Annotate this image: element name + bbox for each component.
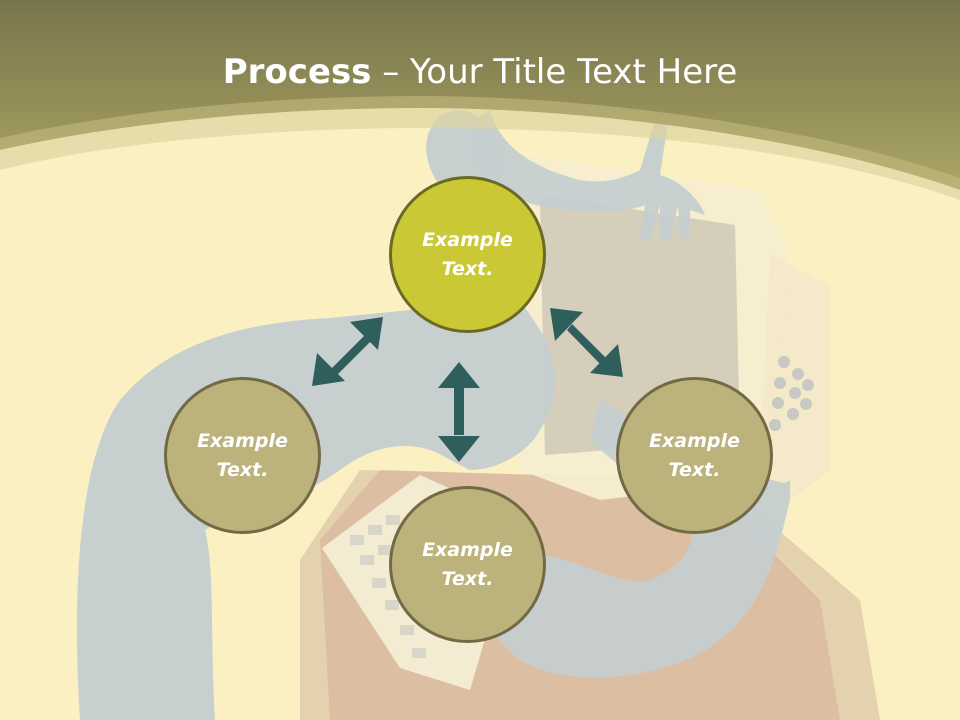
node-left-label: Example Text. [197,429,288,481]
arrow-top-right [550,308,623,377]
title-bold: Process [222,52,372,92]
process-node-top[interactable]: Example Text. [389,176,546,333]
node-right-label: Example Text. [649,429,740,481]
process-node-left[interactable]: Example Text. [164,377,321,534]
title-rest: – Your Title Text Here [371,52,738,92]
arrow-vertical [438,362,480,462]
node-bottom-label: Example Text. [422,538,513,590]
arrow-top-left [312,317,383,386]
process-node-right[interactable]: Example Text. [616,377,773,534]
process-node-bottom[interactable]: Example Text. [389,486,546,643]
page-title: Process – Your Title Text Here [0,52,960,92]
node-top-label: Example Text. [422,228,513,280]
